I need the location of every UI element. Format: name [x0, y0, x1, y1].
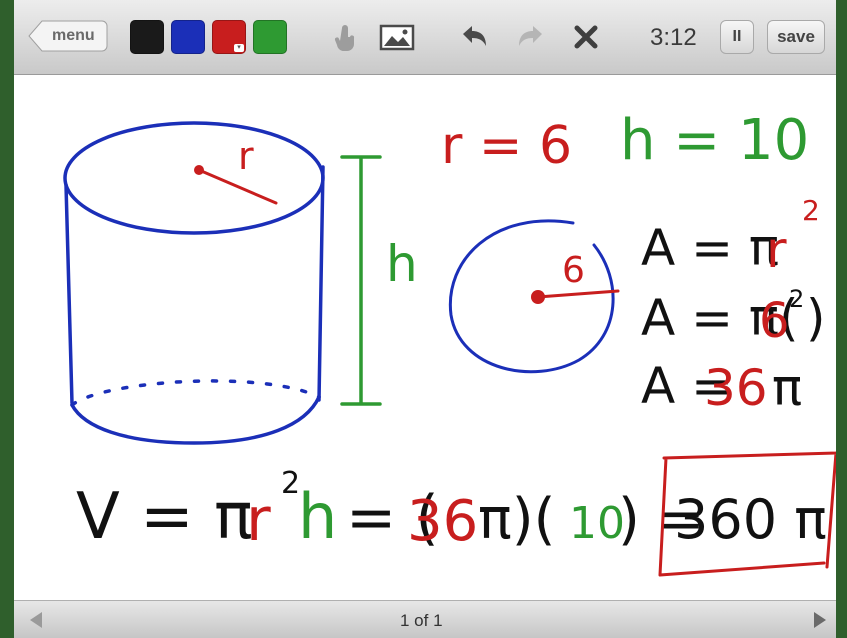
- toolbar: menu ▾ 3:12 II save: [14, 0, 836, 75]
- h-equation: h = 10: [620, 108, 809, 173]
- area-line1-exponent: 2: [802, 194, 820, 227]
- save-button[interactable]: save: [767, 20, 825, 54]
- cylinder-drawing: [63, 121, 325, 445]
- color-swatch-blue[interactable]: [171, 20, 205, 54]
- color-swatch-green[interactable]: [253, 20, 287, 54]
- volume-r-exponent: 2: [281, 466, 300, 501]
- cylinder-bottom-back: [70, 379, 321, 407]
- volume-ten: 10: [569, 498, 625, 549]
- page-indicator: 1 of 1: [400, 611, 443, 630]
- hand-pointer-icon[interactable]: [328, 20, 362, 54]
- area-line2-exponent: 2: [789, 285, 804, 313]
- cylinder-top-ellipse: [63, 121, 325, 235]
- menu-button[interactable]: menu: [28, 20, 108, 52]
- base-circle-radius-line: [536, 289, 620, 299]
- pause-button[interactable]: II: [720, 20, 754, 54]
- area-line2-prefix: A = π(: [641, 289, 799, 347]
- volume-h: h: [298, 480, 337, 553]
- base-circle: [448, 219, 615, 374]
- menu-button-shape: [28, 20, 108, 52]
- area-line3-prefix: A =: [641, 357, 733, 415]
- color-swatch-red[interactable]: ▾: [212, 20, 246, 54]
- r-equation: r = 6: [441, 116, 572, 176]
- pause-label: II: [732, 28, 742, 45]
- volume-thirtysix: 36: [407, 489, 478, 554]
- redo-icon[interactable]: [514, 20, 548, 54]
- volume-prefix: V = π: [76, 480, 253, 554]
- base-circle-radius-label: 6: [562, 250, 585, 291]
- area-line2-close: ): [806, 289, 826, 347]
- area-line1-r: r: [766, 221, 787, 279]
- color-swatch-black[interactable]: [130, 20, 164, 54]
- whiteboard-canvas[interactable]: r h r = 6 h = 10 6 A = π r 2 A = π( 6 2 …: [14, 75, 836, 600]
- volume-result: 360 π: [674, 488, 827, 551]
- radius-label: r: [238, 134, 254, 178]
- undo-icon[interactable]: [457, 20, 491, 54]
- cylinder-radius-line: [197, 168, 278, 205]
- area-line3-pi: π: [772, 359, 802, 417]
- volume-r: r: [246, 485, 271, 555]
- cylinder-right-edge: [317, 165, 325, 402]
- volume-equals-open: = (: [346, 483, 439, 553]
- previous-page-icon[interactable]: [26, 610, 46, 630]
- timer: 3:12: [650, 24, 697, 51]
- area-line2-six: 6: [759, 293, 790, 349]
- area-line1-prefix: A = π: [641, 219, 779, 277]
- area-line3-value: 36: [704, 359, 768, 417]
- next-page-icon[interactable]: [810, 610, 830, 630]
- save-label: save: [777, 27, 815, 46]
- menu-label: menu: [52, 27, 95, 44]
- dropdown-caret-icon: ▾: [234, 44, 244, 52]
- clear-icon[interactable]: [569, 20, 603, 54]
- cylinder-left-edge: [64, 183, 74, 405]
- whiteboard-drawing: r h r = 6 h = 10 6 A = π r 2 A = π( 6 2 …: [63, 108, 836, 577]
- bottom-bar: 1 of 1: [14, 600, 836, 638]
- height-bracket: [340, 155, 382, 406]
- volume-pi-paren: π)(: [478, 487, 555, 552]
- result-box: [658, 451, 836, 577]
- cylinder-bottom-front: [70, 395, 321, 445]
- height-label: h: [386, 235, 418, 293]
- image-icon[interactable]: [378, 20, 418, 54]
